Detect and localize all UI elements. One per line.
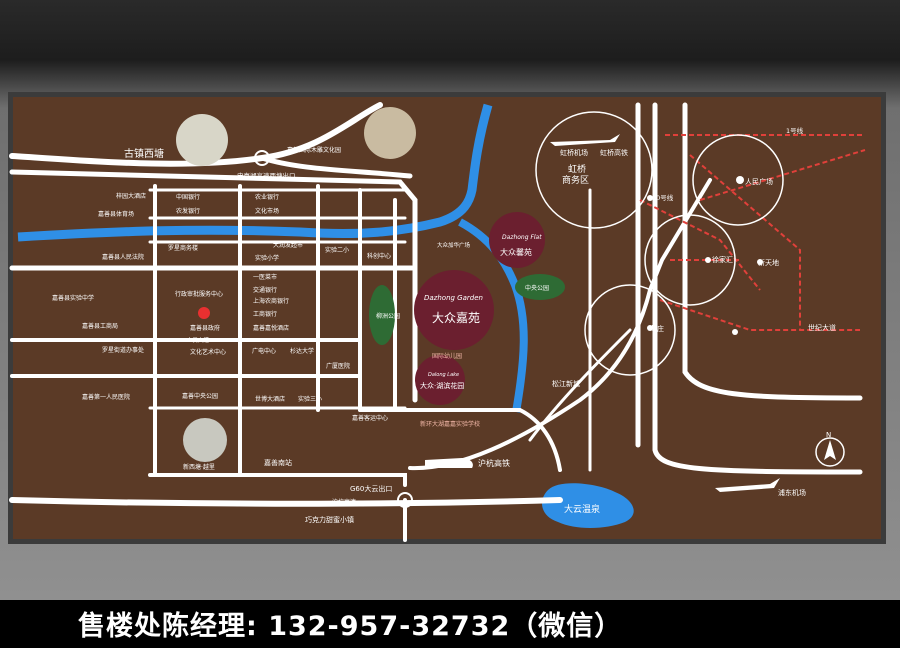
label-kechuang: 科创中心 [367,252,391,260]
label-songjiang: 松江新城 [552,379,580,388]
label-culture-market: 文化市场 [255,207,279,215]
label-shandu: 杉达大学 [290,347,314,355]
central-park-area [515,274,565,300]
gov-star [198,307,210,319]
newwest-photo [183,418,227,462]
footer-bar [0,600,900,648]
label-xinhu-school: 新环大湖嘉嘉实验学校 [420,420,480,428]
airplane-pudong-icon [715,478,780,492]
label-pudong: 浦东机场 [778,488,806,497]
label-sh: 上海农商银行 [253,297,289,305]
label-hongqiao-district: 虹桥 [568,163,586,175]
label-exp3: 实验三小 [298,395,322,403]
label-culture-center: 文化艺术中心 [190,348,226,356]
label-century: 世纪大道 [808,323,836,332]
label-hongqiao-airport: 虹桥机场 [560,148,588,157]
exit-badge-g60 [397,492,413,508]
compass-needle-icon [824,440,836,460]
label-renmin-ave: 人民大道 [187,336,210,344]
dazhong-garden-marker [414,270,494,350]
label-central-park: 嘉善中央公园 [182,392,218,400]
label-jiashan-south: 嘉善南站 [264,458,292,467]
label-dayun: 大云温泉 [564,503,600,515]
location-map: 古镇西塘 申嘉湖高速西塘出口 嘉善国际木雕文化园 虹桥机场 虹桥高铁 虹桥 商务… [9,102,866,542]
label-lake-en: Dalong Lake [428,372,459,378]
label-kindergarten: 国际幼儿园 [432,352,462,360]
label-guzhen: 古镇西塘 [124,147,164,160]
label-huhang-rail: 沪杭高铁 [478,458,510,468]
label-guangdian: 广电中心 [252,347,276,355]
label-zgbank: 中国银行 [176,193,200,201]
label-central-park2: 中央公园 [525,284,549,292]
label-rural-bank: 农发银行 [176,207,200,215]
river-south [458,218,528,413]
lake-garden-marker [415,355,465,405]
label-gs: 工商银行 [253,310,277,318]
airplane-hongqiao-icon [550,134,620,146]
label-liuzhou: 柳洲公园 [376,312,400,320]
label-passenger: 嘉善客运中心 [352,414,388,422]
guzhen-photo [176,114,228,166]
label-jiashan-middle: 嘉善县实验中学 [52,294,94,302]
label-chocolate: 巧克力甜蜜小镇 [305,515,354,524]
contact-info: 售楼处陈经理: 132-957-32732（微信） [78,611,623,642]
dazhong-flat-marker [489,212,545,268]
label-no1-hosp: 嘉善第一人民医院 [82,393,130,401]
label-industrial: 嘉善县工商局 [82,322,118,330]
label-line10: 10号线 [652,193,674,202]
label-admin: 行政审批服务中心 [175,290,223,298]
compass [815,437,845,467]
label-yishuai: 一医菜市 [253,273,277,281]
exit-badge-north [254,150,270,166]
metro-lines [639,134,866,331]
label-hotel2: 嘉善嘉悦酒店 [253,324,289,332]
label-dazhong-flat-en: Dazhong Flat [502,234,542,241]
label-people-court: 嘉善县人民法院 [102,253,144,261]
label-dahe: 大润发超市 [273,241,303,249]
label-hongqiao-rail: 虹桥高铁 [600,148,628,157]
label-gov: 嘉善县政府 [190,324,220,332]
label-forum: 嘉善县体育场 [98,210,134,218]
train-icon [425,458,473,468]
label-exp2: 实验二小 [325,246,349,254]
district-circles [535,111,784,376]
label-garden-en: Dazhong Garden [424,294,483,302]
compass-north: N [826,431,831,439]
label-renmin-square: 人民广场 [745,177,773,186]
metro-stations [647,176,763,335]
label-guangsha: 广厦医院 [326,362,350,370]
liuzhou-park-area [369,285,395,345]
label-wood: 嘉善国际木雕文化园 [287,146,341,154]
label-g60: G60大云出口 [350,484,392,493]
wood-photo [364,107,416,159]
label-xinzhuang: 莘庄 [650,324,664,333]
label-hotel: 梓园大酒店 [116,192,146,200]
label-xujiahui: 徐家汇 [712,255,733,264]
label-huhang-exp: 沪杭高速 [332,498,356,506]
label-zhongjia-exit: 申嘉湖高速西塘出口 [237,171,296,180]
label-dazhong-plaza: 大众加华广场 [437,241,471,249]
label-agri: 农业银行 [255,193,279,201]
label-dazhong-flat: 大众馨苑 [500,247,532,257]
label-new-west: 新西塘·越里 [183,463,215,471]
label-luo-street: 罗星街道办事处 [102,346,144,354]
label-xintiandi: 新天地 [758,258,779,267]
label-line1: 1号线 [786,126,804,135]
label-jt: 交通银行 [253,286,277,294]
label-lake-garden: 大众·湖滨花园 [420,381,464,390]
label-hongqiao-district2: 商务区 [562,174,589,186]
label-garden: 大众嘉苑 [432,311,480,325]
label-shimao: 世博大酒店 [255,395,285,403]
label-luomeng: 罗星商务楼 [168,244,198,252]
label-exp: 实验小学 [255,254,279,262]
dayun-lake [542,483,634,528]
